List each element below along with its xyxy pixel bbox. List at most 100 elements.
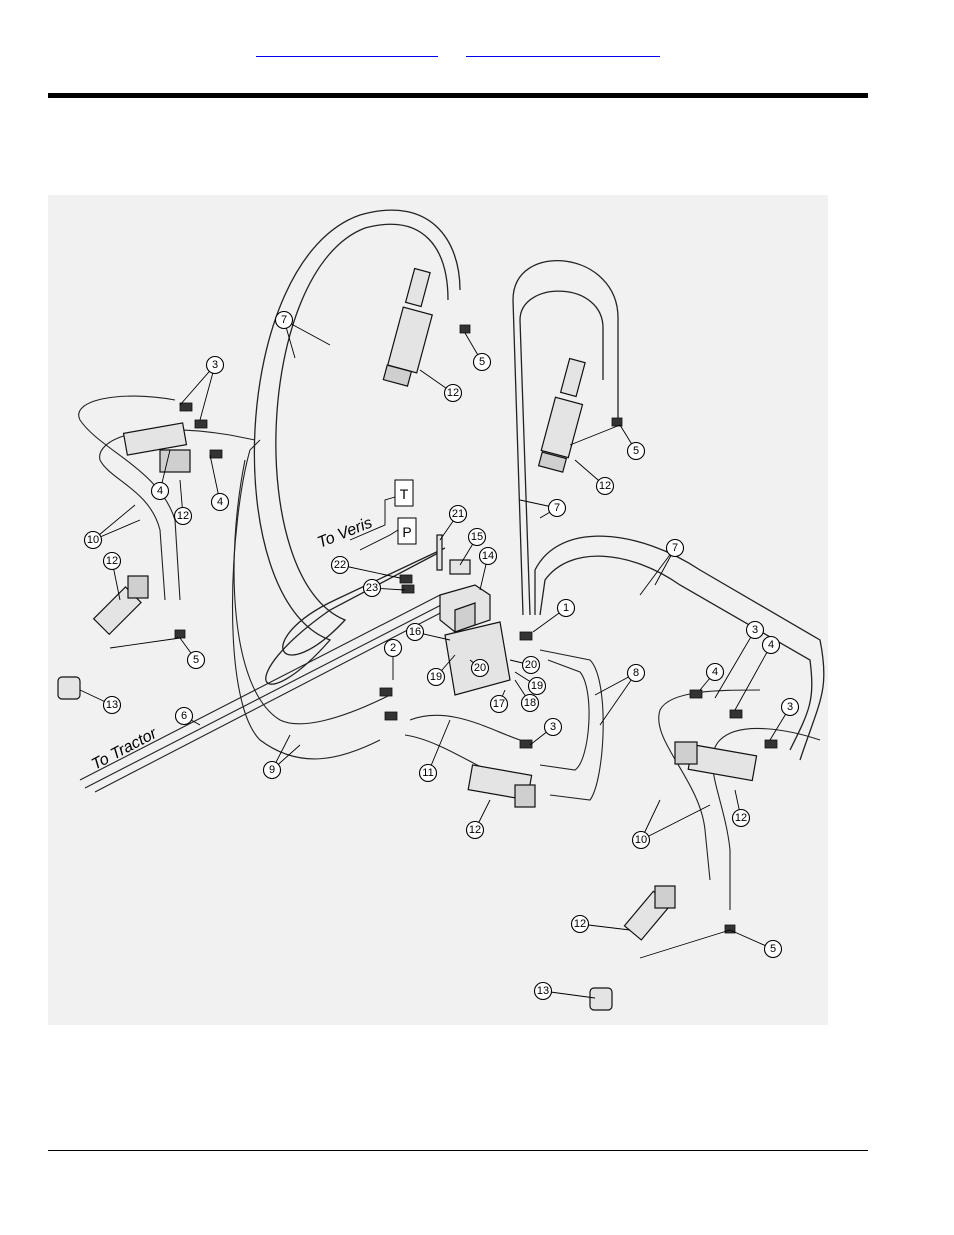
balloon-18: 18 — [520, 693, 540, 713]
balloon-19a: 19 — [426, 667, 446, 687]
port-t-box: T — [349, 479, 414, 541]
svg-text:18: 18 — [524, 697, 536, 709]
clevis-left — [57, 676, 81, 700]
balloon-12g: 12 — [570, 914, 590, 934]
balloon-7c: 7 — [665, 538, 685, 558]
cylinder-left-bottom — [92, 575, 149, 636]
balloon-12c: 12 — [173, 506, 193, 526]
svg-text:12: 12 — [447, 387, 459, 399]
svg-text:15: 15 — [471, 531, 483, 543]
balloon-13a: 13 — [102, 695, 122, 715]
hose-group-8 — [539, 649, 604, 801]
balloon-4b: 4 — [210, 492, 230, 512]
balloon-7b: 7 — [547, 498, 567, 518]
balloon-10b: 10 — [631, 830, 651, 850]
balloon-2: 2 — [383, 638, 403, 658]
mounting-bracket — [444, 621, 511, 696]
header-link-2[interactable] — [466, 42, 660, 57]
hose-group-7-right — [512, 259, 825, 761]
svg-text:4: 4 — [768, 639, 774, 651]
to-tractor-label: To Tractor — [89, 725, 160, 774]
svg-text:20: 20 — [525, 659, 537, 671]
balloon-4a: 4 — [150, 481, 170, 501]
svg-text:23: 23 — [366, 582, 378, 594]
svg-text:4: 4 — [217, 496, 223, 508]
svg-text:12: 12 — [735, 812, 747, 824]
svg-text:6: 6 — [181, 710, 187, 722]
cylinder-left-top — [122, 422, 191, 473]
balloon-4d: 4 — [761, 635, 781, 655]
balloon-21: 21 — [448, 504, 468, 524]
svg-text:12: 12 — [177, 510, 189, 522]
svg-text:3: 3 — [550, 721, 556, 733]
svg-text:13: 13 — [537, 985, 549, 997]
svg-text:12: 12 — [574, 918, 586, 930]
svg-text:5: 5 — [633, 445, 639, 457]
balloon-5b: 5 — [626, 441, 646, 461]
balloon-3d: 3 — [543, 717, 563, 737]
svg-text:19: 19 — [430, 671, 442, 683]
svg-text:17: 17 — [493, 698, 505, 710]
svg-text:20: 20 — [474, 662, 486, 674]
header-link-1[interactable] — [256, 42, 438, 57]
balloon-3b: 3 — [745, 620, 765, 640]
balloon-12f: 12 — [731, 808, 751, 828]
cylinder-top-right — [537, 357, 586, 473]
svg-text:12: 12 — [469, 824, 481, 836]
svg-text:3: 3 — [787, 701, 793, 713]
svg-text:P: P — [402, 524, 411, 540]
clevis-right — [589, 987, 613, 1011]
svg-text:16: 16 — [409, 626, 421, 638]
port-p-box: P — [359, 517, 417, 551]
svg-text:10: 10 — [87, 534, 99, 546]
cylinder-right-middle — [674, 741, 758, 782]
fittings — [174, 324, 778, 934]
balloon-9: 9 — [262, 760, 282, 780]
svg-text:13: 13 — [106, 699, 118, 711]
balloon-13b: 13 — [533, 981, 553, 1001]
leader-lines — [79, 319, 791, 999]
balloon-20a: 20 — [470, 658, 490, 678]
balloon-14: 14 — [478, 546, 498, 566]
hose-group-10-right — [658, 689, 821, 910]
footer-rule — [48, 1150, 868, 1151]
svg-text:14: 14 — [482, 550, 494, 562]
svg-text:12: 12 — [599, 480, 611, 492]
valve-block — [436, 534, 491, 633]
header-rule — [48, 93, 868, 98]
svg-text:8: 8 — [633, 667, 639, 679]
balloon-17: 17 — [489, 694, 509, 714]
svg-text:19: 19 — [531, 680, 543, 692]
balloon-22: 22 — [330, 555, 350, 575]
svg-text:2: 2 — [390, 642, 396, 654]
svg-text:1: 1 — [563, 602, 569, 614]
svg-text:5: 5 — [770, 943, 776, 955]
svg-text:4: 4 — [157, 485, 163, 497]
svg-text:7: 7 — [281, 314, 287, 326]
balloon-5a: 5 — [472, 352, 492, 372]
svg-text:4: 4 — [712, 666, 718, 678]
balloon-11: 11 — [418, 763, 438, 783]
svg-text:3: 3 — [212, 359, 218, 371]
cylinder-right-bottom — [623, 885, 676, 941]
balloon-16: 16 — [405, 622, 425, 642]
svg-text:T: T — [400, 486, 409, 502]
balloon-12d: 12 — [102, 551, 122, 571]
balloon-1: 1 — [556, 598, 576, 618]
balloon-5c: 5 — [186, 650, 206, 670]
balloon-10a: 10 — [83, 530, 103, 550]
svg-text:9: 9 — [269, 764, 275, 776]
svg-text:21: 21 — [452, 508, 464, 520]
cylinder-top-center — [382, 267, 433, 387]
hose-group-7-left — [253, 209, 461, 685]
balloon-23: 23 — [362, 578, 382, 598]
balloon-19b: 19 — [527, 676, 547, 696]
balloon-4c: 4 — [705, 662, 725, 682]
svg-text:5: 5 — [193, 654, 199, 666]
balloon-12e: 12 — [465, 820, 485, 840]
svg-text:10: 10 — [635, 834, 647, 846]
svg-text:5: 5 — [479, 356, 485, 368]
svg-text:12: 12 — [106, 555, 118, 567]
balloon-3a: 3 — [205, 355, 225, 375]
balloon-3c: 3 — [780, 697, 800, 717]
